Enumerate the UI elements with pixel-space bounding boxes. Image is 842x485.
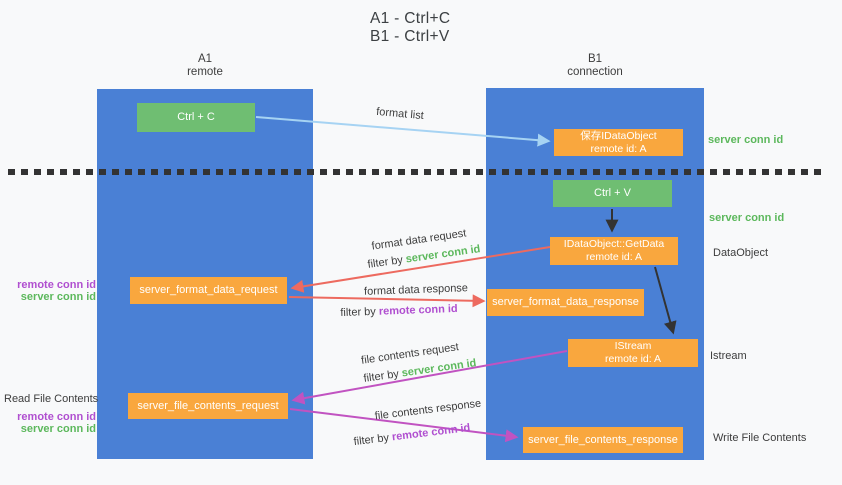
diagram-title: A1 - Ctrl+C B1 - Ctrl+V bbox=[370, 10, 450, 46]
server-conn-id-label-top: server conn id bbox=[708, 134, 784, 146]
filter-remote-conn-id-1: remote conn id bbox=[378, 302, 458, 318]
filter-by-text-4: filter by bbox=[353, 431, 393, 449]
save-dataobject-line2: remote id: A bbox=[590, 142, 647, 155]
lane-header-a1: A1 remote bbox=[97, 53, 313, 79]
lane-b1-name: B1 bbox=[587, 53, 603, 65]
format-data-response-label: format data response bbox=[363, 282, 469, 298]
filter-by-text-2: filter by bbox=[340, 305, 380, 320]
server-format-data-request-box: server_format_data_request bbox=[130, 277, 287, 304]
file-contents-response-label: file contents response bbox=[374, 397, 482, 423]
filter-by-remote-conn-id-label-2: filter by remote conn id bbox=[353, 422, 471, 448]
server-format-data-response-label: server_format_data_response bbox=[492, 296, 639, 308]
filter-server-conn-id-2: server conn id bbox=[400, 357, 478, 380]
remote-conn-id-label-1: remote conn id bbox=[17, 279, 96, 291]
ctrl-v-label: Ctrl + V bbox=[594, 187, 631, 199]
ctrl-c-box: Ctrl + C bbox=[137, 103, 255, 132]
format-list-label: format list bbox=[375, 105, 425, 123]
server-file-contents-response-label: server_file_contents_response bbox=[528, 433, 678, 446]
istream-side-label: Istream bbox=[710, 350, 747, 362]
istream-line1: IStream bbox=[614, 340, 652, 352]
getdata-box: IDataObject::GetData remote id: A bbox=[550, 237, 678, 265]
server-conn-id-label-1: server conn id bbox=[20, 291, 96, 303]
save-dataobject-box: 保存IDataObject remote id: A bbox=[554, 129, 683, 156]
server-format-data-response-box: server_format_data_response bbox=[487, 289, 644, 316]
server-conn-id-label-2: server conn id bbox=[20, 423, 96, 435]
file-request-conn-ids-group: Read File Contents remote conn id server… bbox=[4, 393, 99, 435]
filter-by-text-3: filter by bbox=[362, 367, 403, 385]
istream-line2: remote id: A bbox=[604, 353, 662, 365]
format-request-conn-ids-group: remote conn id server conn id bbox=[4, 279, 96, 303]
dataobject-label: DataObject bbox=[713, 247, 769, 259]
lane-b1-subtitle: connection bbox=[567, 66, 623, 78]
lane-a1-name: A1 bbox=[197, 53, 213, 65]
server-format-data-request-label: server_format_data_request bbox=[139, 284, 278, 296]
save-dataobject-line1: 保存IDataObject bbox=[580, 129, 657, 142]
arrow-format-data-response bbox=[288, 294, 486, 308]
filter-by-remote-conn-id-label-1: filter by remote conn id bbox=[340, 303, 458, 319]
getdata-line2: remote id: A bbox=[585, 251, 643, 263]
filter-remote-conn-id-2: remote conn id bbox=[391, 421, 471, 444]
server-file-contents-request-box: server_file_contents_request bbox=[128, 393, 288, 419]
write-file-contents-label: Write File Contents bbox=[713, 432, 807, 444]
remote-conn-id-label-2: remote conn id bbox=[17, 411, 96, 423]
lane-header-b1: B1 connection bbox=[486, 53, 704, 79]
server-file-contents-request-label: server_file_contents_request bbox=[137, 399, 279, 412]
server-conn-id-label-mid: server conn id bbox=[709, 212, 785, 224]
title-line-2: B1 - Ctrl+V bbox=[370, 28, 450, 45]
ctrl-c-label: Ctrl + C bbox=[177, 111, 215, 123]
filter-by-text-1: filter by bbox=[366, 253, 407, 271]
session-divider-dotted-line bbox=[8, 169, 823, 175]
istream-box: IStream remote id: A bbox=[568, 339, 698, 367]
getdata-line1: IDataObject::GetData bbox=[563, 238, 665, 250]
ctrl-v-box: Ctrl + V bbox=[553, 180, 672, 207]
server-file-contents-response-box: server_file_contents_response bbox=[523, 427, 683, 453]
read-file-contents-label: Read File Contents bbox=[4, 393, 99, 405]
filter-server-conn-id-1: server conn id bbox=[404, 243, 482, 266]
title-line-1: A1 - Ctrl+C bbox=[370, 10, 451, 27]
lane-a1-subtitle: remote bbox=[187, 66, 223, 78]
